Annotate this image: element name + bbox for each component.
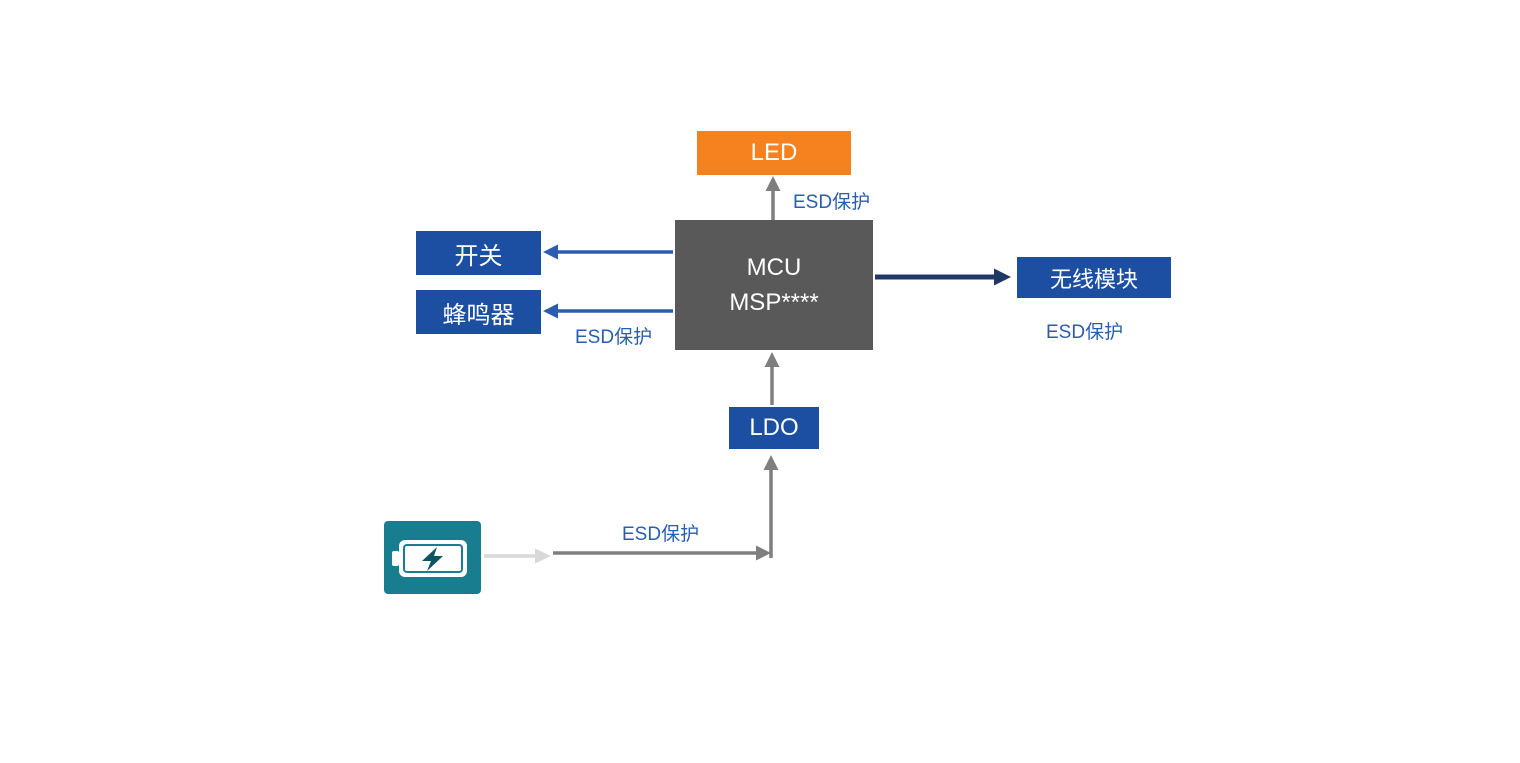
node-wireless-module-label: 无线模块: [1049, 266, 1138, 292]
arrow-mcu-to-wireless: [875, 268, 1011, 286]
arrow-mcu-to-buzzer: [543, 303, 673, 319]
arrow-mcu-to-switch: [543, 244, 673, 260]
node-switch-label: 开关: [454, 242, 503, 270]
node-switch: 开关: [416, 231, 541, 275]
esd-label-wireless: ESD保护: [1046, 322, 1124, 343]
esd-label-battery: ESD保护: [622, 524, 700, 545]
arrow-mcu-to-led: [765, 176, 781, 220]
battery-charging-icon: [384, 521, 481, 594]
node-wireless-module: 无线模块: [1017, 257, 1171, 298]
battery-glyph: [392, 540, 467, 577]
esd-label-led: ESD保护: [793, 192, 871, 213]
node-ldo-label: LDO: [749, 414, 799, 441]
node-ldo: LDO: [729, 407, 819, 449]
node-led-label: LED: [750, 139, 798, 166]
node-mcu-label-line1: MCU: [746, 254, 802, 281]
node-mcu-label-line2: MSP****: [729, 289, 819, 316]
node-buzzer: 蜂鸣器: [416, 290, 541, 334]
arrow-battery-out: [484, 548, 551, 564]
arrow-riser-to-ldo: [763, 455, 779, 558]
arrow-battery-to-riser: [553, 545, 771, 561]
esd-label-buzzer: ESD保护: [575, 327, 653, 348]
node-buzzer-label: 蜂鸣器: [442, 301, 515, 329]
node-mcu: MCU MSP****: [675, 220, 873, 350]
node-led: LED: [697, 131, 851, 175]
arrow-ldo-to-mcu: [764, 352, 780, 405]
